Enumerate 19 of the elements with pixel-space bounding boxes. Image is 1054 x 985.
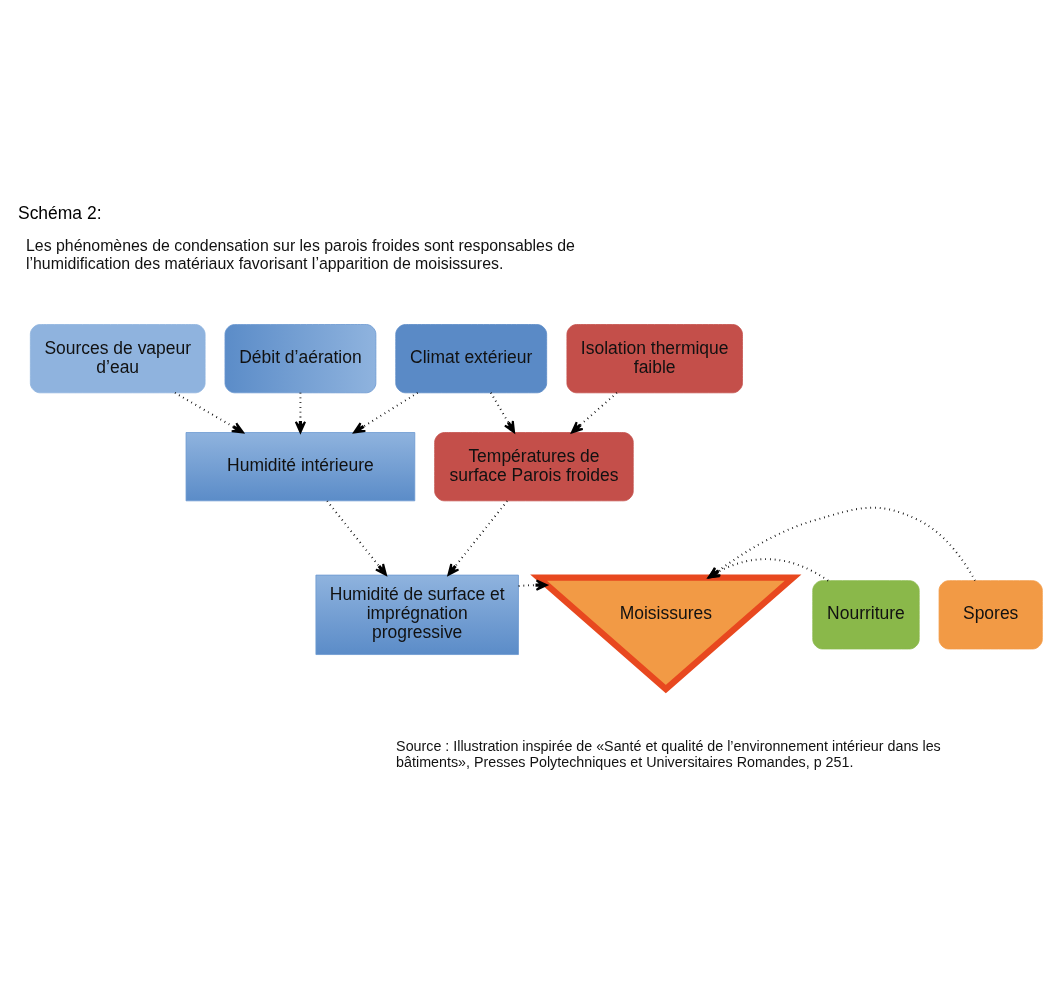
node-box: Humidité de surface et imprégnation progressive	[315, 574, 519, 655]
node-box: Débit d’aération	[224, 324, 377, 394]
node-box: Humidité intérieure	[185, 432, 416, 502]
arrow	[174, 391, 244, 434]
diagram-title: Schéma 2:	[17, 203, 102, 224]
arrow	[489, 391, 516, 434]
arrow	[294, 391, 307, 434]
node-box: Spores	[938, 580, 1043, 650]
node-box: Sources de vapeur d’eau	[29, 324, 206, 394]
node-box: Nourriture	[812, 580, 920, 650]
node-box: Températures de surface Parois froides	[434, 432, 634, 502]
arrow	[447, 500, 509, 576]
arrow	[353, 391, 419, 434]
label: Les phénomènes de condensation sur les parois froides sont responsables de l’humidification des matériaux favorisant l’apparition de moisissures.	[25, 237, 575, 272]
node-box: Isolation thermique faible	[566, 324, 743, 394]
caption: Source : Illustration inspirée de «Santé et qualité de l’environnement intérieur dans les bâtiments», Presses Polytechniques et Universitaires Romandes, p 251.	[396, 738, 941, 771]
arrow	[570, 391, 618, 434]
arrow	[326, 500, 387, 576]
node-box: Climat extérieur	[395, 324, 548, 394]
